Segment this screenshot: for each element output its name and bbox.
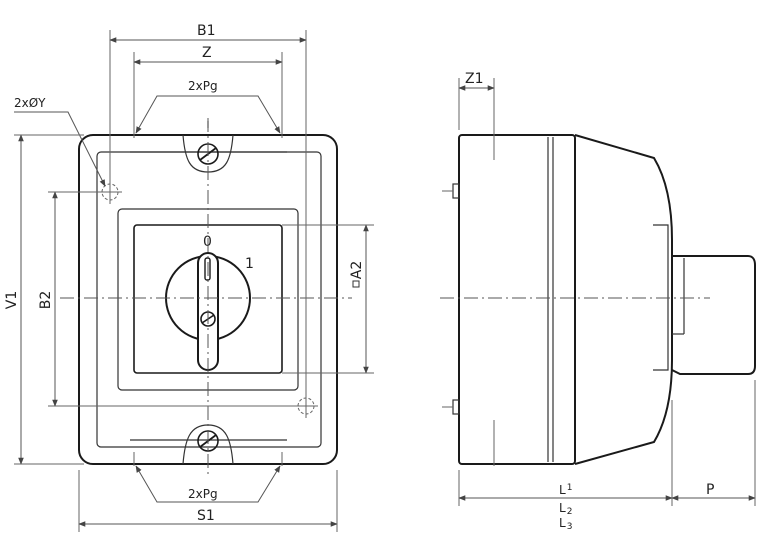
position-0-label: 0 xyxy=(203,234,212,250)
side-knob-profile xyxy=(671,255,756,375)
pg-top-label: 2xPg xyxy=(188,79,218,93)
pg-top-leader xyxy=(135,95,281,134)
a2-label: A2 xyxy=(349,261,365,279)
s1-label: S1 xyxy=(197,508,215,524)
hole-label: 2xØY xyxy=(14,96,46,110)
l3-label: L3 xyxy=(559,516,572,532)
pg-bottom-leader xyxy=(135,465,281,503)
l2-label: L2 xyxy=(559,501,572,517)
v1-label: V1 xyxy=(4,291,20,309)
side-view xyxy=(440,120,756,466)
b1-label: B1 xyxy=(197,23,216,39)
a2-square-symbol xyxy=(352,280,360,288)
front-view: 0 1 xyxy=(60,118,352,475)
side-dimensions: Z1 L1 L2 L3 P xyxy=(458,71,756,532)
b2-label: B2 xyxy=(38,291,54,310)
side-base-body xyxy=(458,134,576,465)
front-dimensions: B1 Z 2xPg 2xPg S1 2xØY V1 B2 xyxy=(4,23,374,532)
hole-leader xyxy=(14,111,106,187)
p-label: P xyxy=(706,482,714,498)
z-label: Z xyxy=(202,45,212,61)
pg-bottom-label: 2xPg xyxy=(188,487,218,501)
z1-label: Z1 xyxy=(465,71,484,87)
l1-label: L1 xyxy=(559,483,572,497)
side-lid xyxy=(574,134,673,465)
position-1-label: 1 xyxy=(245,256,254,272)
